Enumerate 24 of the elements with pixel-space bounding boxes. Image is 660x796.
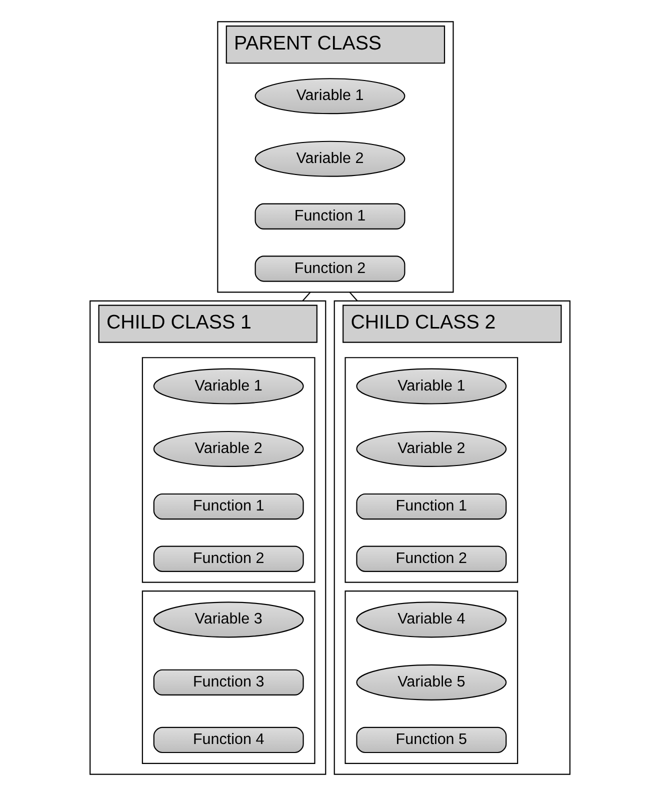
node-box: Function 2 [153,546,304,572]
connector [349,292,358,302]
cluster [344,590,518,764]
node-ellipse: Variable 2 [356,430,507,468]
node-ellipse: Variable 2 [254,140,406,177]
node-ellipse: Variable 1 [356,368,507,404]
node-box: Function 2 [356,546,507,572]
node-box: Function 1 [153,493,304,520]
cluster [142,357,316,583]
node-ellipse: Variable 2 [153,430,304,468]
node-box: Function 2 [254,256,406,282]
node-box: Function 1 [356,493,507,520]
node-ellipse: Variable 5 [356,664,507,700]
cluster [344,357,518,583]
node-ellipse: Variable 4 [356,602,507,638]
cluster [142,590,316,764]
node-box: Function 3 [153,669,304,696]
node-ellipse: Variable 1 [153,368,304,404]
node-ellipse: Variable 1 [254,78,406,114]
node-box: Function 4 [153,726,304,754]
node-box: Function 1 [254,203,406,230]
node-ellipse: Variable 3 [153,602,304,638]
connector [302,292,311,302]
node-box: Function 5 [356,726,507,754]
